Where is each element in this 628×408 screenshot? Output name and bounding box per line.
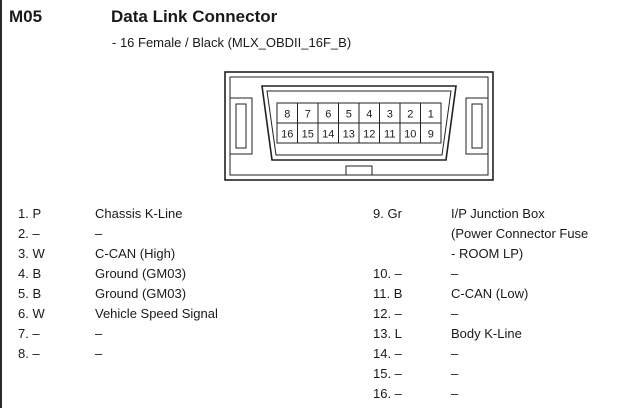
pin-number: 14 (322, 129, 334, 141)
pin-id: 3. W (18, 246, 45, 261)
pin-cell (420, 122, 442, 144)
pin-description: Chassis K-Line (95, 206, 183, 221)
pin-number: 3 (387, 109, 393, 121)
pin-number: 6 (325, 109, 331, 121)
right-latch (465, 97, 488, 155)
pin-id: 2. – (18, 226, 40, 241)
pin-number: 16 (281, 129, 293, 141)
pin-id: 14. – (373, 346, 402, 361)
pin-description: C-CAN (High) (95, 246, 176, 261)
pin-description: – (95, 226, 103, 241)
pin-number: 2 (407, 109, 413, 121)
pin-id: 1. P (18, 206, 42, 221)
pin-description: - ROOM LP) (451, 246, 524, 261)
pin-description: Ground (GM03) (95, 266, 187, 281)
pin-id: 6. W (18, 306, 45, 321)
pin-id: 7. – (18, 326, 40, 341)
pin-id: 16. – (373, 386, 402, 401)
pin-id: 11. B (373, 286, 403, 301)
pin-id: 15. – (373, 366, 402, 381)
pin-number: 12 (363, 129, 375, 141)
pin-number: 8 (284, 109, 290, 121)
pin-number: 15 (302, 129, 314, 141)
left-latch-slot (235, 103, 247, 149)
pin-description: – (451, 386, 459, 401)
left-latch (230, 97, 253, 155)
connector-subtitle: - 16 Female / Black (MLX_OBDII_16F_B) (112, 35, 352, 50)
pin-grid: 8 7 6 5 4 3 2 1 16 15 14 13 12 11 10 9 (276, 102, 442, 144)
pin-number: 1 (428, 109, 434, 121)
pin-id: 10. – (373, 266, 402, 281)
pin-id: 8. – (18, 346, 40, 361)
pin-number: 10 (404, 129, 416, 141)
pin-id: 12. – (373, 306, 402, 321)
pin-description: – (451, 366, 459, 381)
pin-id: 13. L (373, 326, 402, 341)
pin-description: Vehicle Speed Signal (95, 306, 218, 321)
pin-description: – (95, 346, 103, 361)
pin-description: C-CAN (Low) (451, 286, 529, 301)
pin-number: 9 (428, 129, 434, 141)
pin-number: 11 (384, 129, 395, 141)
connector-code: M05 (9, 7, 43, 26)
left-border-line (0, 0, 2, 408)
pin-number: 4 (366, 109, 372, 121)
pin-id: 4. B (18, 266, 42, 281)
connector-housing-outer (224, 71, 494, 181)
pin-description: (Power Connector Fuse (451, 226, 589, 241)
pin-number: 7 (305, 109, 311, 121)
right-latch-slot (471, 103, 483, 149)
pin-description: – (451, 346, 459, 361)
connector-key (345, 165, 373, 176)
pin-description: Ground (GM03) (95, 286, 187, 301)
pin-description: – (451, 266, 459, 281)
pin-face-outer (261, 85, 457, 161)
pin-description: Body K-Line (451, 326, 522, 341)
page-title: Data Link Connector (111, 7, 278, 26)
pin-description: – (95, 326, 103, 341)
pin-id: 9. Gr (373, 206, 402, 221)
pin-number: 5 (346, 109, 352, 121)
pin-id: 5. B (18, 286, 42, 301)
pin-description: I/P Junction Box (451, 206, 545, 221)
pin-face-inner (266, 90, 452, 156)
pin-description: – (451, 306, 459, 321)
pin-number: 13 (343, 129, 355, 141)
